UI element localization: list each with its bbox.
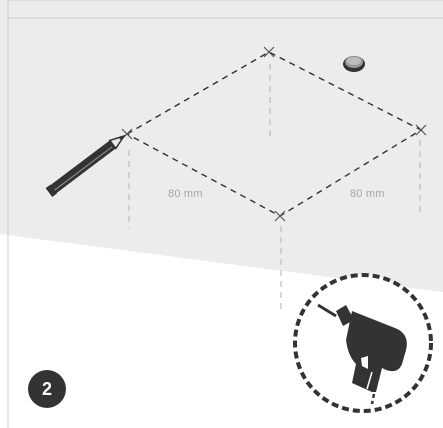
frame-border (7, 0, 443, 428)
round-magnet-icon (343, 56, 365, 72)
step-number-badge: 2 (28, 370, 66, 408)
wall-surface (0, 0, 443, 292)
left-distance-label: 80 mm (168, 188, 203, 200)
drill-icon (293, 273, 433, 413)
cross-mark-icon (121, 46, 427, 222)
pencil-icon (45, 134, 126, 197)
vertical-guides (128, 64, 421, 310)
right-distance-label: 80 mm (350, 188, 385, 200)
